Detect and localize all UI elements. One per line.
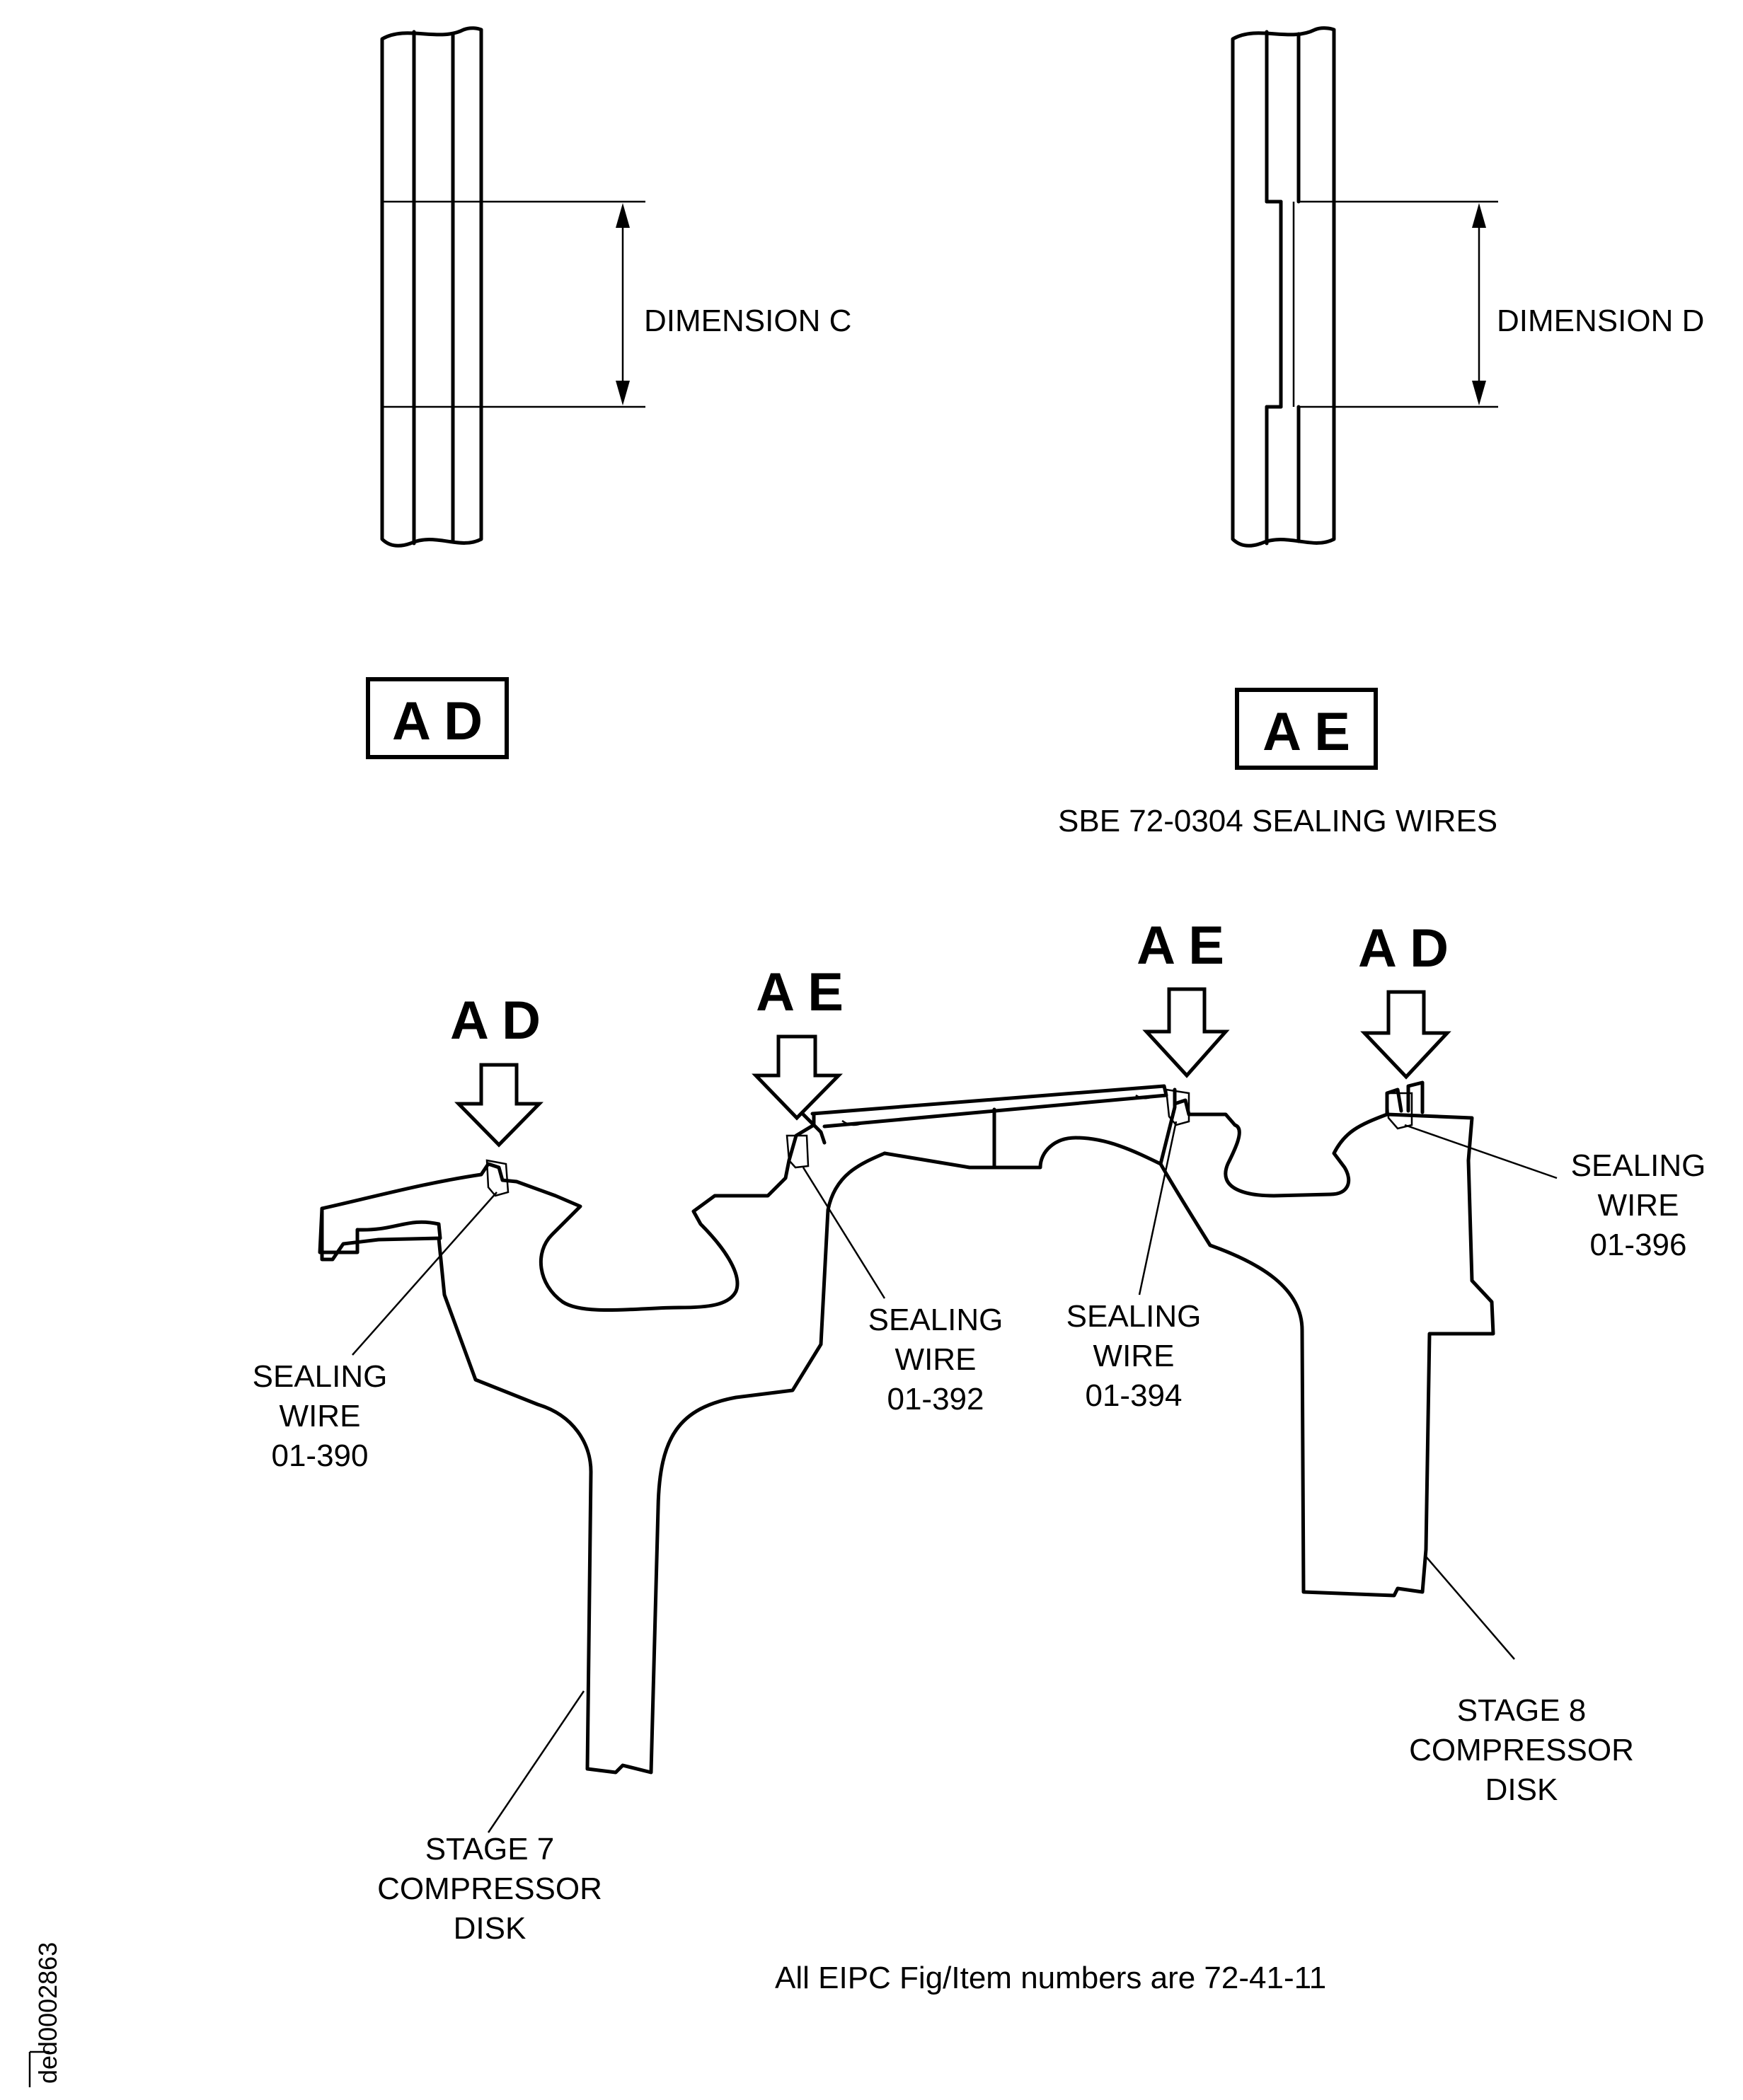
leader-392	[802, 1167, 886, 1299]
detail-ae: DIMENSION D A E SBE 72-0304 SEALING WIRE…	[1058, 26, 1704, 838]
leader-stage7	[487, 1690, 585, 1833]
svg-text:COMPRESSOR: COMPRESSOR	[1409, 1733, 1634, 1767]
svg-text:A E: A E	[1137, 916, 1224, 976]
svg-text:01-396: 01-396	[1589, 1228, 1686, 1262]
view-label-box-ad: A D	[366, 677, 509, 759]
svg-text:COMPRESSOR: COMPRESSOR	[377, 1871, 602, 1906]
label-sealing-wire-390: SEALING WIRE 01-390	[253, 1359, 388, 1473]
svg-text:01-392: 01-392	[887, 1382, 984, 1417]
svg-text:WIRE: WIRE	[280, 1399, 361, 1433]
leader-stage8	[1425, 1556, 1515, 1660]
label-stage7-disk: STAGE 7 COMPRESSOR DISK	[377, 1832, 602, 1946]
svg-text:SEALING: SEALING	[1066, 1299, 1202, 1334]
svg-text:01-390: 01-390	[271, 1438, 368, 1473]
label-sealing-wire-394: SEALING WIRE 01-394	[1066, 1299, 1202, 1413]
view-label-ad: A D	[392, 691, 483, 751]
svg-text:A D: A D	[1358, 918, 1449, 979]
eipc-footnote: All EIPC Fig/Item numbers are 72-41-11	[775, 1961, 1326, 1995]
svg-text:STAGE 8: STAGE 8	[1457, 1693, 1587, 1728]
svg-text:WIRE: WIRE	[895, 1342, 977, 1377]
svg-text:SEALING: SEALING	[868, 1303, 1003, 1337]
label-stage8-disk: STAGE 8 COMPRESSOR DISK	[1409, 1693, 1634, 1807]
wire-seat-392	[786, 1134, 810, 1169]
view-arrow-ad-left: A D	[450, 991, 543, 1148]
svg-text:A D: A D	[450, 991, 541, 1051]
dimension-c-label: DIMENSION C	[644, 304, 851, 338]
svg-text:STAGE 7: STAGE 7	[425, 1832, 555, 1867]
dimension-c-marker	[382, 200, 645, 408]
sbe-note: SBE 72-0304 SEALING WIRES	[1058, 804, 1497, 838]
compressor-section: A D A E A E A D SEALING WIRE 01-390 SEAL…	[253, 916, 1706, 1995]
detail-ad: DIMENSION C A D	[366, 26, 851, 759]
wire-bar-ad	[380, 26, 483, 548]
wire-seat-394	[1165, 1088, 1190, 1126]
svg-text:DISK: DISK	[1485, 1772, 1558, 1807]
drawing-id: ded0002863	[28, 1942, 62, 2087]
dimension-d-label: DIMENSION D	[1497, 304, 1704, 338]
svg-text:WIRE: WIRE	[1093, 1339, 1175, 1373]
view-arrow-ae-left: A E	[752, 962, 844, 1121]
svg-text:DISK: DISK	[454, 1911, 527, 1946]
stage7-disk-outline	[318, 1206, 442, 1262]
dimension-d-marker	[1299, 200, 1498, 408]
leader-394	[1138, 1121, 1178, 1296]
wire-seat-396	[1386, 1092, 1413, 1130]
svg-text:SEALING: SEALING	[1571, 1148, 1706, 1183]
wire-seat-390	[485, 1159, 510, 1197]
view-arrow-ad-right: A D	[1358, 918, 1451, 1080]
view-label-box-ae: A E	[1235, 688, 1378, 770]
view-arrow-ae-right: A E	[1137, 916, 1230, 1078]
label-sealing-wire-392: SEALING WIRE 01-392	[868, 1303, 1003, 1417]
svg-text:A E: A E	[756, 962, 844, 1022]
view-label-ae: A E	[1262, 702, 1350, 762]
label-sealing-wire-396: SEALING WIRE 01-396	[1571, 1148, 1706, 1262]
svg-text:01-394: 01-394	[1085, 1378, 1182, 1413]
leader-390	[352, 1192, 497, 1356]
svg-text:WIRE: WIRE	[1598, 1188, 1679, 1223]
wire-bar-ae	[1231, 26, 1336, 548]
svg-text:ded0002863: ded0002863	[33, 1942, 62, 2084]
svg-text:SEALING: SEALING	[253, 1359, 388, 1394]
leader-396	[1404, 1124, 1558, 1179]
